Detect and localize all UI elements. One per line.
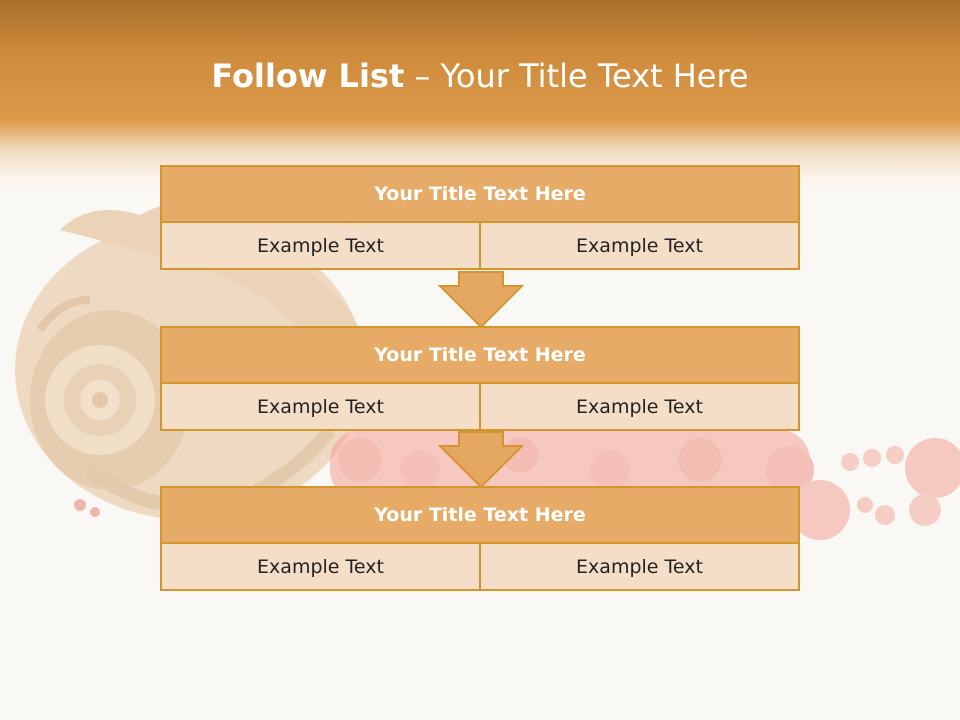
slide-title-separator: – bbox=[404, 57, 441, 95]
list-block-2: Your Title Text Here Example Text Exampl… bbox=[160, 326, 800, 431]
block-cell-right: Example Text bbox=[481, 223, 798, 268]
block-cell-right: Example Text bbox=[481, 384, 798, 429]
list-block-3: Your Title Text Here Example Text Exampl… bbox=[160, 486, 800, 591]
list-block-1: Your Title Text Here Example Text Exampl… bbox=[160, 165, 800, 270]
slide-title: Follow List – Your Title Text Here bbox=[0, 52, 960, 100]
slide-title-rest: Your Title Text Here bbox=[440, 57, 749, 95]
block-cell-right: Example Text bbox=[481, 544, 798, 589]
slide-title-bold: Follow List bbox=[211, 57, 405, 95]
block-title: Your Title Text Here bbox=[162, 167, 798, 223]
down-arrow-icon bbox=[438, 271, 524, 329]
down-arrow-icon bbox=[438, 431, 524, 489]
block-cell-left: Example Text bbox=[162, 544, 481, 589]
block-cells: Example Text Example Text bbox=[162, 223, 798, 268]
block-cell-left: Example Text bbox=[162, 384, 481, 429]
block-title: Your Title Text Here bbox=[162, 488, 798, 544]
block-title: Your Title Text Here bbox=[162, 328, 798, 384]
block-cells: Example Text Example Text bbox=[162, 544, 798, 589]
block-cells: Example Text Example Text bbox=[162, 384, 798, 429]
block-cell-left: Example Text bbox=[162, 223, 481, 268]
